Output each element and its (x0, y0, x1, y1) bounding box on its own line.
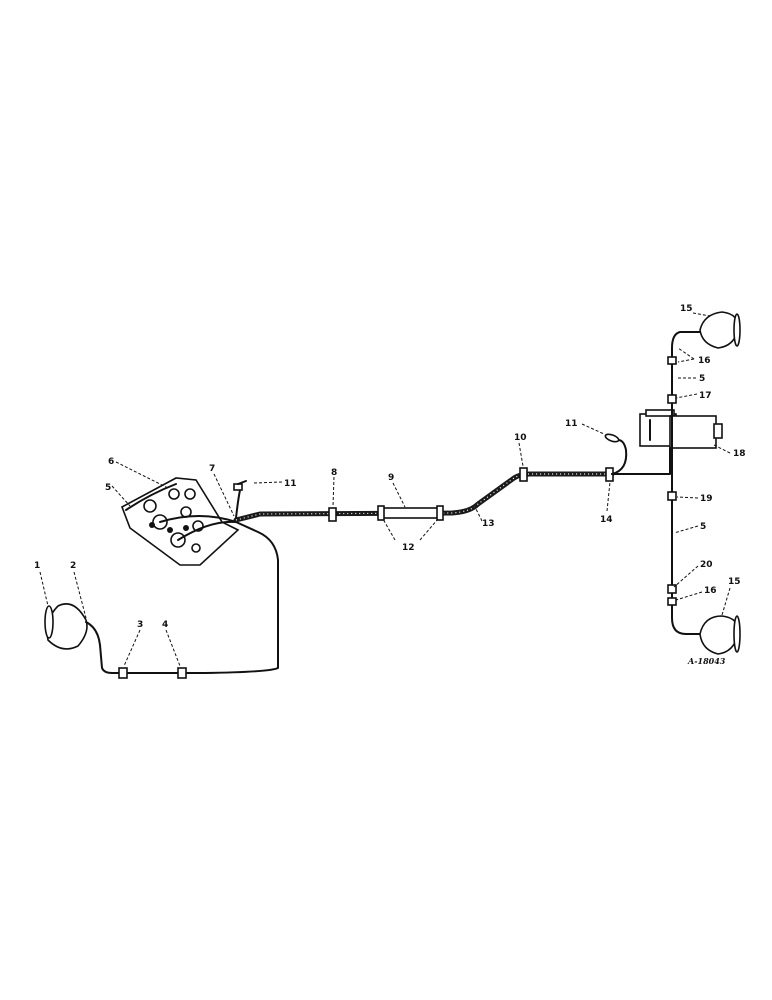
callout-1: 1 (34, 561, 40, 571)
callout-4: 4 (162, 620, 168, 630)
callout-16-bottom: 16 (704, 586, 717, 596)
connector-17 (667, 394, 677, 404)
callout-15-top: 15 (680, 304, 693, 314)
instrument-panel (121, 477, 240, 566)
headlight-bottom-right (699, 615, 741, 655)
callout-11-left: 11 (284, 479, 297, 489)
drawing-code: A-18043 (687, 656, 726, 666)
switch-right (604, 433, 620, 443)
callout-3: 3 (137, 620, 143, 630)
callout-10: 10 (514, 433, 527, 443)
wire-right-lamps (671, 331, 705, 635)
connector-3 (118, 667, 128, 679)
connector-19 (667, 491, 677, 501)
connector-4 (177, 667, 187, 679)
callout-14: 14 (600, 515, 613, 525)
callout-20: 20 (700, 560, 713, 570)
wire-left-lamp (85, 521, 279, 674)
callout-5-panel: 5 (105, 483, 111, 493)
callout-2: 2 (70, 561, 76, 571)
clip-8 (328, 507, 337, 522)
callout-labels: 1 2 3 4 5 6 7 8 9 10 11 11 12 13 14 15 1… (34, 304, 746, 630)
callout-13: 13 (482, 519, 495, 529)
connector-16-top (667, 356, 677, 365)
callout-18: 18 (733, 449, 746, 459)
clip-10 (519, 467, 528, 482)
connector-20 (667, 584, 677, 594)
connector-16-bottom (667, 597, 677, 606)
headlight-top-right (699, 311, 741, 349)
headlight-left (44, 603, 88, 650)
callout-8: 8 (331, 468, 337, 478)
fuse-holder (377, 505, 444, 521)
callout-17: 17 (699, 391, 712, 401)
callout-7: 7 (209, 464, 215, 474)
callout-12: 12 (402, 543, 415, 553)
callout-5-top: 5 (699, 374, 705, 384)
callout-5-right: 5 (700, 522, 706, 532)
leader-lines (39, 312, 731, 667)
callout-9: 9 (388, 473, 394, 483)
callout-15-bottom: 15 (728, 577, 741, 587)
callout-16-top: 16 (698, 356, 711, 366)
switch-left (233, 480, 247, 491)
callout-6: 6 (108, 457, 114, 467)
generator (639, 409, 723, 449)
callout-19: 19 (700, 494, 713, 504)
callout-11-right: 11 (565, 419, 578, 429)
